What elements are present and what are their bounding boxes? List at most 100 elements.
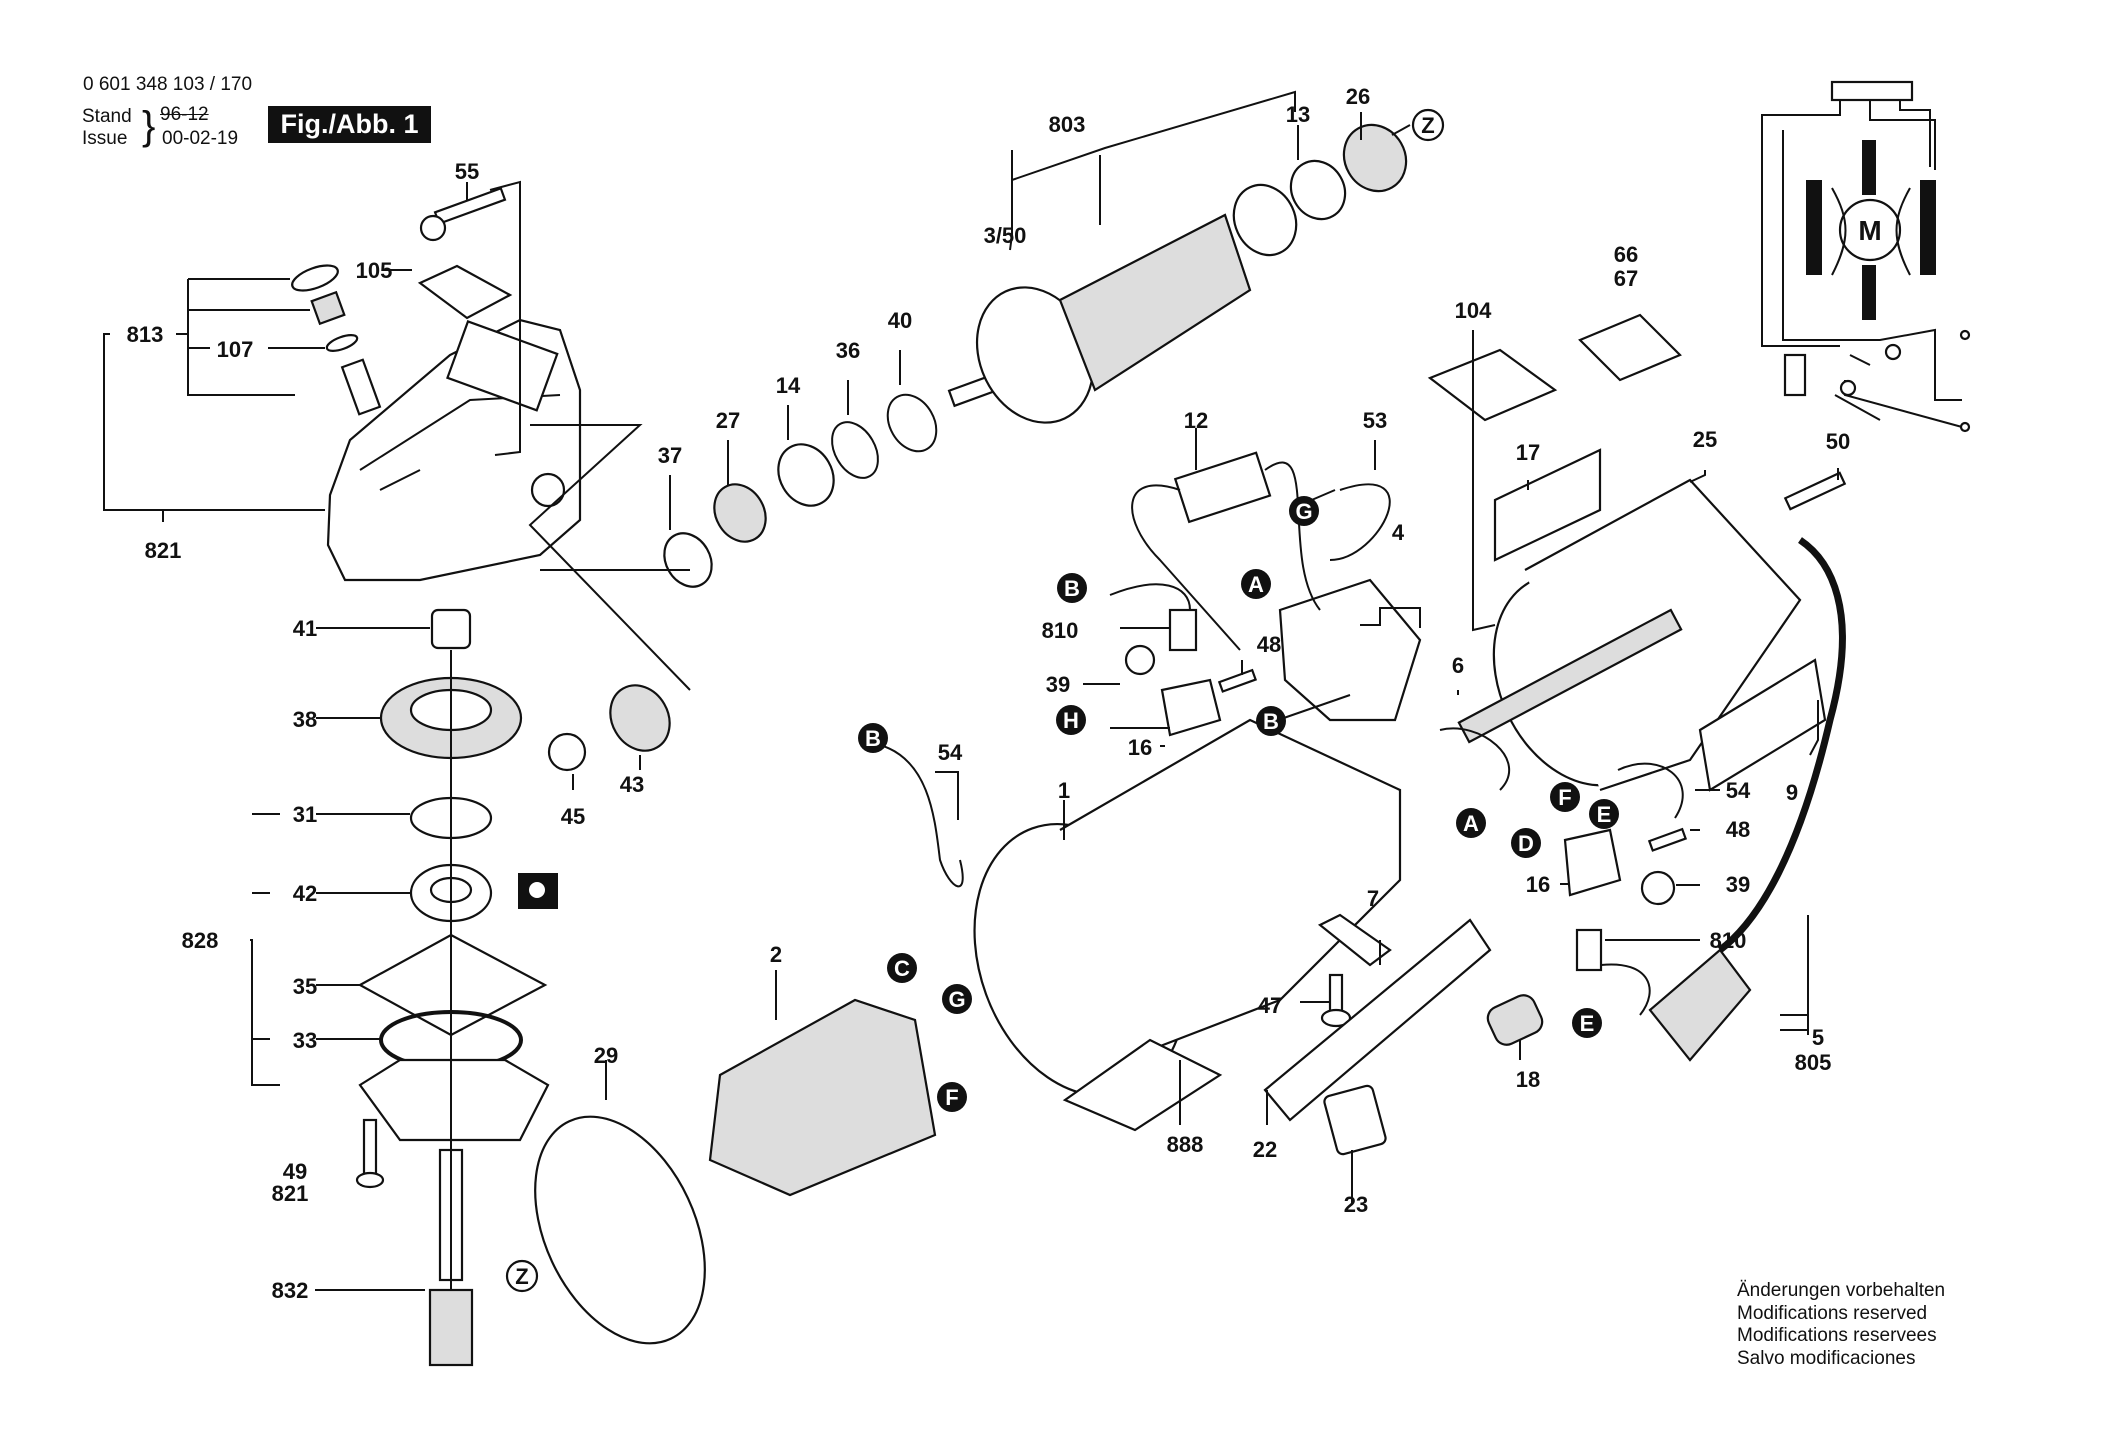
callout-dMid: D bbox=[1511, 828, 1541, 858]
part-label-29: 29 bbox=[594, 1043, 618, 1068]
callout-bMid: B bbox=[1256, 706, 1286, 736]
protection-element bbox=[1783, 353, 1807, 397]
part-label-35: 35 bbox=[293, 974, 317, 999]
part-label-7: 7 bbox=[1367, 886, 1379, 911]
part-label-55: 55 bbox=[455, 159, 479, 184]
callout-eBot: E bbox=[1572, 1008, 1602, 1038]
part-label-36: 36 bbox=[836, 338, 860, 363]
callout-circle bbox=[942, 984, 972, 1014]
callout-circle bbox=[1256, 706, 1286, 736]
callout-bLeft: B bbox=[1057, 573, 1087, 603]
callout-letter: C bbox=[894, 956, 910, 981]
callout-circle bbox=[1411, 108, 1445, 142]
armature-core bbox=[1058, 213, 1252, 392]
fan-baffle bbox=[534, 1115, 706, 1345]
label-105 bbox=[417, 264, 513, 320]
part-label-67: 67 bbox=[1614, 266, 1638, 291]
label-104 bbox=[1427, 348, 1558, 422]
screw-55 bbox=[433, 186, 507, 226]
part-label-27: 27 bbox=[716, 408, 740, 433]
part-label-5: 5 bbox=[1812, 1025, 1824, 1050]
leader-lines bbox=[103, 90, 1839, 1291]
field-stator bbox=[708, 998, 937, 1197]
callout-letter: B bbox=[1064, 576, 1080, 601]
part-label-47: 47 bbox=[1258, 993, 1282, 1018]
screw-48b bbox=[1647, 827, 1688, 852]
screw-49 bbox=[362, 1118, 378, 1177]
housing-spindle-hole bbox=[530, 472, 566, 508]
part-label-54b: 54 bbox=[1726, 778, 1751, 803]
callout-bWire: B bbox=[858, 723, 888, 753]
callout-letter: A bbox=[1463, 811, 1479, 836]
parts bbox=[291, 123, 1847, 1367]
part-label-39a: 39 bbox=[1046, 672, 1070, 697]
wiring-schematic: M bbox=[1761, 80, 1971, 433]
callout-circle bbox=[887, 953, 917, 983]
callout-aWire: A bbox=[1456, 808, 1486, 838]
part-label-49: 49 bbox=[283, 1159, 307, 1184]
part-label-9: 9 bbox=[1786, 780, 1798, 805]
bearing-14 bbox=[777, 443, 835, 507]
callout-circle bbox=[1511, 828, 1541, 858]
part-label-16a: 16 bbox=[1128, 735, 1152, 760]
issue-label: Issue bbox=[82, 128, 128, 149]
callout-fStator: F bbox=[937, 1082, 967, 1112]
motor-symbol bbox=[1838, 198, 1902, 262]
old-date: 96-12 bbox=[160, 104, 209, 125]
part-label-832: 832 bbox=[272, 1278, 309, 1303]
part-labels: 5510581310782141384543314282835334982183… bbox=[127, 84, 1851, 1303]
part-label-31: 31 bbox=[293, 802, 317, 827]
callout-letter: Z bbox=[515, 1264, 528, 1289]
callout-letter: D bbox=[1518, 831, 1534, 856]
part-label-821a: 821 bbox=[145, 538, 182, 563]
part-label-23: 23 bbox=[1344, 1192, 1368, 1217]
callout-letter: F bbox=[945, 1085, 958, 1110]
part-label-821b: 821 bbox=[272, 1181, 309, 1206]
lock-button-cap bbox=[291, 264, 339, 292]
part-label-13: 13 bbox=[1286, 102, 1310, 127]
part-label-33: 33 bbox=[293, 1028, 317, 1053]
part-label-22: 22 bbox=[1253, 1137, 1277, 1162]
housing-vent bbox=[446, 320, 559, 412]
callout-circle bbox=[1550, 782, 1580, 812]
part-label-828: 828 bbox=[182, 928, 219, 953]
part-label-38: 38 bbox=[293, 707, 317, 732]
part-label-39b: 39 bbox=[1726, 872, 1750, 897]
brace-glyph: } bbox=[142, 104, 156, 148]
bearing-37 bbox=[663, 532, 713, 588]
part-label-16b: 16 bbox=[1526, 872, 1550, 897]
part-label-17: 17 bbox=[1516, 440, 1540, 465]
part-label-54a: 54 bbox=[938, 740, 963, 765]
screw-48 bbox=[1217, 668, 1258, 693]
brush-spring-2 bbox=[1640, 870, 1676, 906]
callout-zTop: Z bbox=[1411, 108, 1445, 142]
ring-36 bbox=[831, 421, 879, 479]
callout-letter: F bbox=[1558, 785, 1571, 810]
label-66-67 bbox=[1578, 313, 1682, 382]
part-label-41: 41 bbox=[293, 616, 317, 641]
note-line: Modifications reservees bbox=[1737, 1325, 1937, 1346]
part-label-803: 803 bbox=[1049, 112, 1086, 137]
note-line: Modifications reserved bbox=[1737, 1302, 1928, 1324]
capacitor bbox=[1173, 451, 1272, 524]
pinion bbox=[609, 684, 671, 752]
callout-circle bbox=[505, 1259, 539, 1293]
callout-circle bbox=[937, 1082, 967, 1112]
part-label-26: 26 bbox=[1346, 84, 1370, 109]
callout-letter: E bbox=[1597, 802, 1612, 827]
needle-sleeve bbox=[430, 608, 472, 650]
housing-body bbox=[1059, 718, 1402, 1052]
callout-circle bbox=[1572, 1008, 1602, 1038]
part-label-104: 104 bbox=[1455, 298, 1492, 323]
callout-zBottom: Z bbox=[505, 1259, 539, 1293]
carbon-brush bbox=[1168, 608, 1198, 652]
part-number: 0 601 348 103 / 170 bbox=[83, 74, 253, 95]
callout-gStator: G bbox=[942, 984, 972, 1014]
carbon-brush-2 bbox=[1575, 928, 1603, 972]
callout-circle bbox=[1289, 496, 1319, 526]
callout-circle bbox=[1057, 573, 1087, 603]
callout-letter: B bbox=[865, 726, 881, 751]
switch-symbol bbox=[1830, 80, 1914, 102]
part-label-50: 50 bbox=[1826, 429, 1850, 454]
part-label-25: 25 bbox=[1693, 427, 1717, 452]
